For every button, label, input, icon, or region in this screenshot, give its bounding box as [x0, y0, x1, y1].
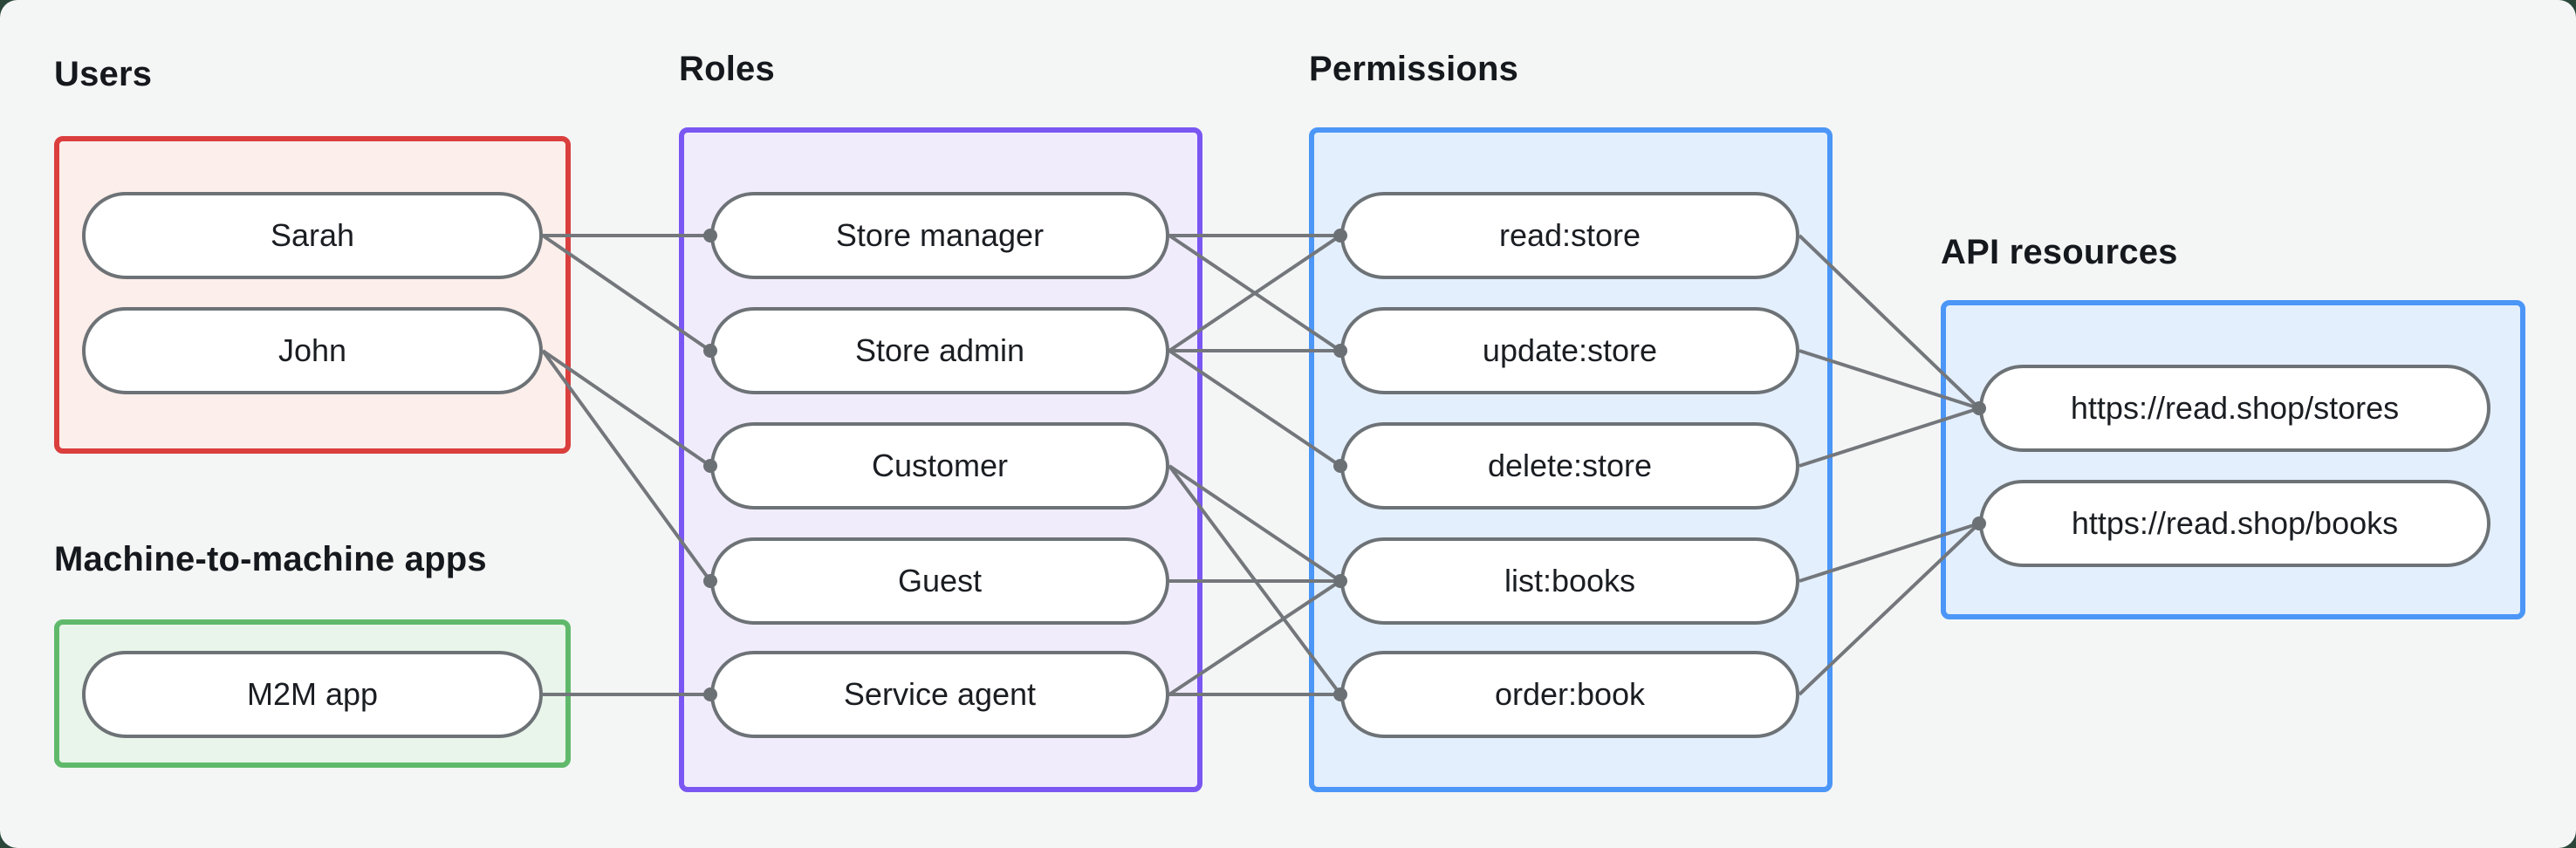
node-service-agent: Service agent	[710, 651, 1169, 738]
section-label-m2m: Machine-to-machine apps	[54, 540, 487, 578]
node-read-store: read:store	[1340, 192, 1799, 279]
node-delete-store: delete:store	[1340, 422, 1799, 509]
section-label-users: Users	[54, 55, 153, 93]
users-group-box	[54, 136, 571, 454]
node-store-manager: Store manager	[710, 192, 1169, 279]
node-sarah: Sarah	[82, 192, 543, 279]
node-update-store: update:store	[1340, 307, 1799, 394]
node-john: John	[82, 307, 543, 394]
node-guest: Guest	[710, 537, 1169, 625]
node-stores-api: https://read.shop/stores	[1979, 365, 2490, 452]
node-customer: Customer	[710, 422, 1169, 509]
node-store-admin: Store admin	[710, 307, 1169, 394]
node-order-book: order:book	[1340, 651, 1799, 738]
section-label-roles: Roles	[679, 50, 775, 88]
node-list-books: list:books	[1340, 537, 1799, 625]
node-m2m-app: M2M app	[82, 651, 543, 738]
section-label-permissions: Permissions	[1309, 50, 1519, 88]
node-books-api: https://read.shop/books	[1979, 480, 2490, 567]
